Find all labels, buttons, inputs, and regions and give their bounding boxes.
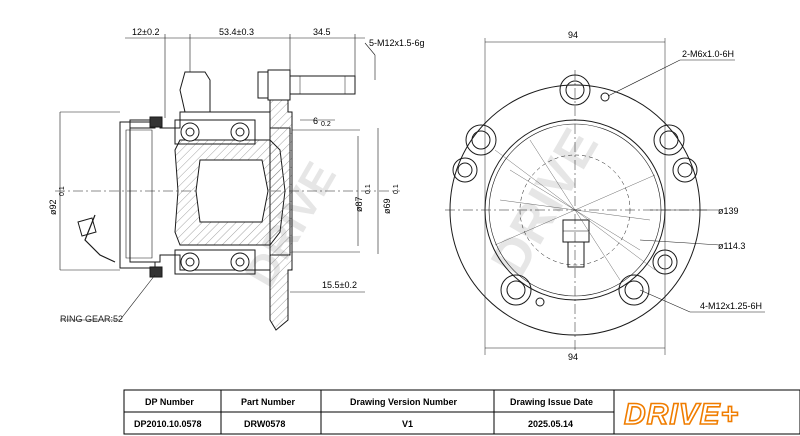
tb-header-dp: DP Number (145, 397, 194, 407)
dim-width-top: 94 (568, 30, 578, 40)
dim-hub-length: 53.4±0.3 (219, 27, 254, 37)
dim-stud-length: 34.5 (313, 27, 331, 37)
logo-text: DRIVE+ (624, 398, 739, 431)
dim-stud-thread: 5-M12x1.5-6g (369, 38, 425, 48)
dim-bore-tol: 0.1 (365, 184, 372, 194)
dim-outer-tol: 0.1 (59, 186, 66, 196)
dim-flange-offset: 12±0.2 (132, 27, 159, 37)
front-view (445, 38, 765, 355)
dim-flange-step: 15.5±0.2 (322, 280, 357, 290)
dim-width-bottom: 94 (568, 352, 578, 362)
watermark-right: DRIVE (480, 119, 610, 286)
dim-bolt-thread: 4-M12x1.25-6H (700, 301, 762, 311)
section-dimensions (59, 34, 379, 321)
dim-bore-dia: ø87 (354, 196, 364, 212)
title-block (123, 389, 800, 435)
lug-holes (452, 74, 698, 306)
tb-value-part: DRW0578 (244, 419, 285, 429)
tb-value-date: 2025.05.14 (528, 419, 573, 429)
tb-header-part: Part Number (241, 397, 296, 407)
tb-value-version: V1 (402, 419, 413, 429)
dim-hole-thread: 2-M6x1.0-6H (682, 49, 734, 59)
tb-value-dp: DP2010.10.0578 (134, 419, 202, 429)
dim-pilot-dia: ø69 (382, 198, 392, 214)
dim-bolt-circle: ø139 (718, 206, 739, 216)
dim-pilot-tol: 0.2 (321, 121, 331, 128)
dim-pcd: ø114.3 (718, 241, 745, 251)
dim-pilot-dia-tol: 0.1 (393, 184, 400, 194)
drive-logo: DRIVE+ (623, 397, 739, 432)
dim-pilot-depth: 6 (313, 116, 318, 126)
ring-gear-label: RING GEAR:52 (60, 314, 123, 324)
tb-header-date: Drawing Issue Date (510, 397, 593, 407)
dim-outer-dia: ø92 (48, 199, 58, 215)
tb-header-version: Drawing Version Number (350, 397, 458, 407)
section-view (55, 69, 400, 331)
